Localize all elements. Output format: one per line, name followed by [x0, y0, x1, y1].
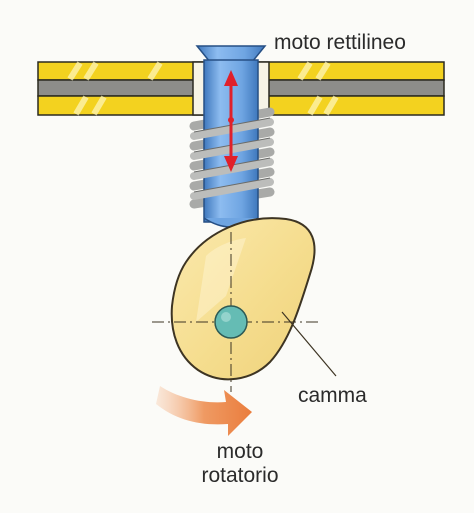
rail-highlight	[307, 95, 323, 116]
rotary-motion-label-line1: moto	[216, 440, 264, 463]
cam-shaft	[214, 305, 248, 339]
cam-label: camma	[298, 384, 367, 407]
cam-body	[170, 217, 316, 381]
rail-highlight	[315, 61, 331, 81]
rail-highlight	[323, 95, 339, 116]
arrow-head-down	[224, 156, 238, 172]
rotary-motion-label: moto rotatorio	[188, 440, 292, 488]
rail-highlight	[91, 95, 107, 116]
cam-shaft-highlight	[221, 312, 231, 322]
rotary-motion-label-line2: rotatorio	[201, 464, 279, 487]
rail-highlight	[83, 61, 99, 81]
rail-highlight	[67, 61, 83, 81]
spring-front-coil	[190, 178, 274, 200]
linear-motion-arrow-icon	[224, 70, 238, 172]
cam-shine	[196, 238, 246, 322]
arrow-head-up	[224, 70, 238, 86]
rail-highlight	[73, 95, 89, 116]
cam-leader-line	[281, 311, 337, 377]
rail-highlight	[147, 61, 163, 81]
spring-edge	[193, 177, 271, 193]
cam	[152, 217, 318, 392]
arrow-center-dot	[228, 117, 234, 123]
rotation-arrow-icon	[156, 386, 252, 436]
rail-highlight	[297, 61, 313, 81]
rail-highlights	[67, 61, 339, 116]
linear-motion-label: moto rettilineo	[274, 31, 406, 54]
